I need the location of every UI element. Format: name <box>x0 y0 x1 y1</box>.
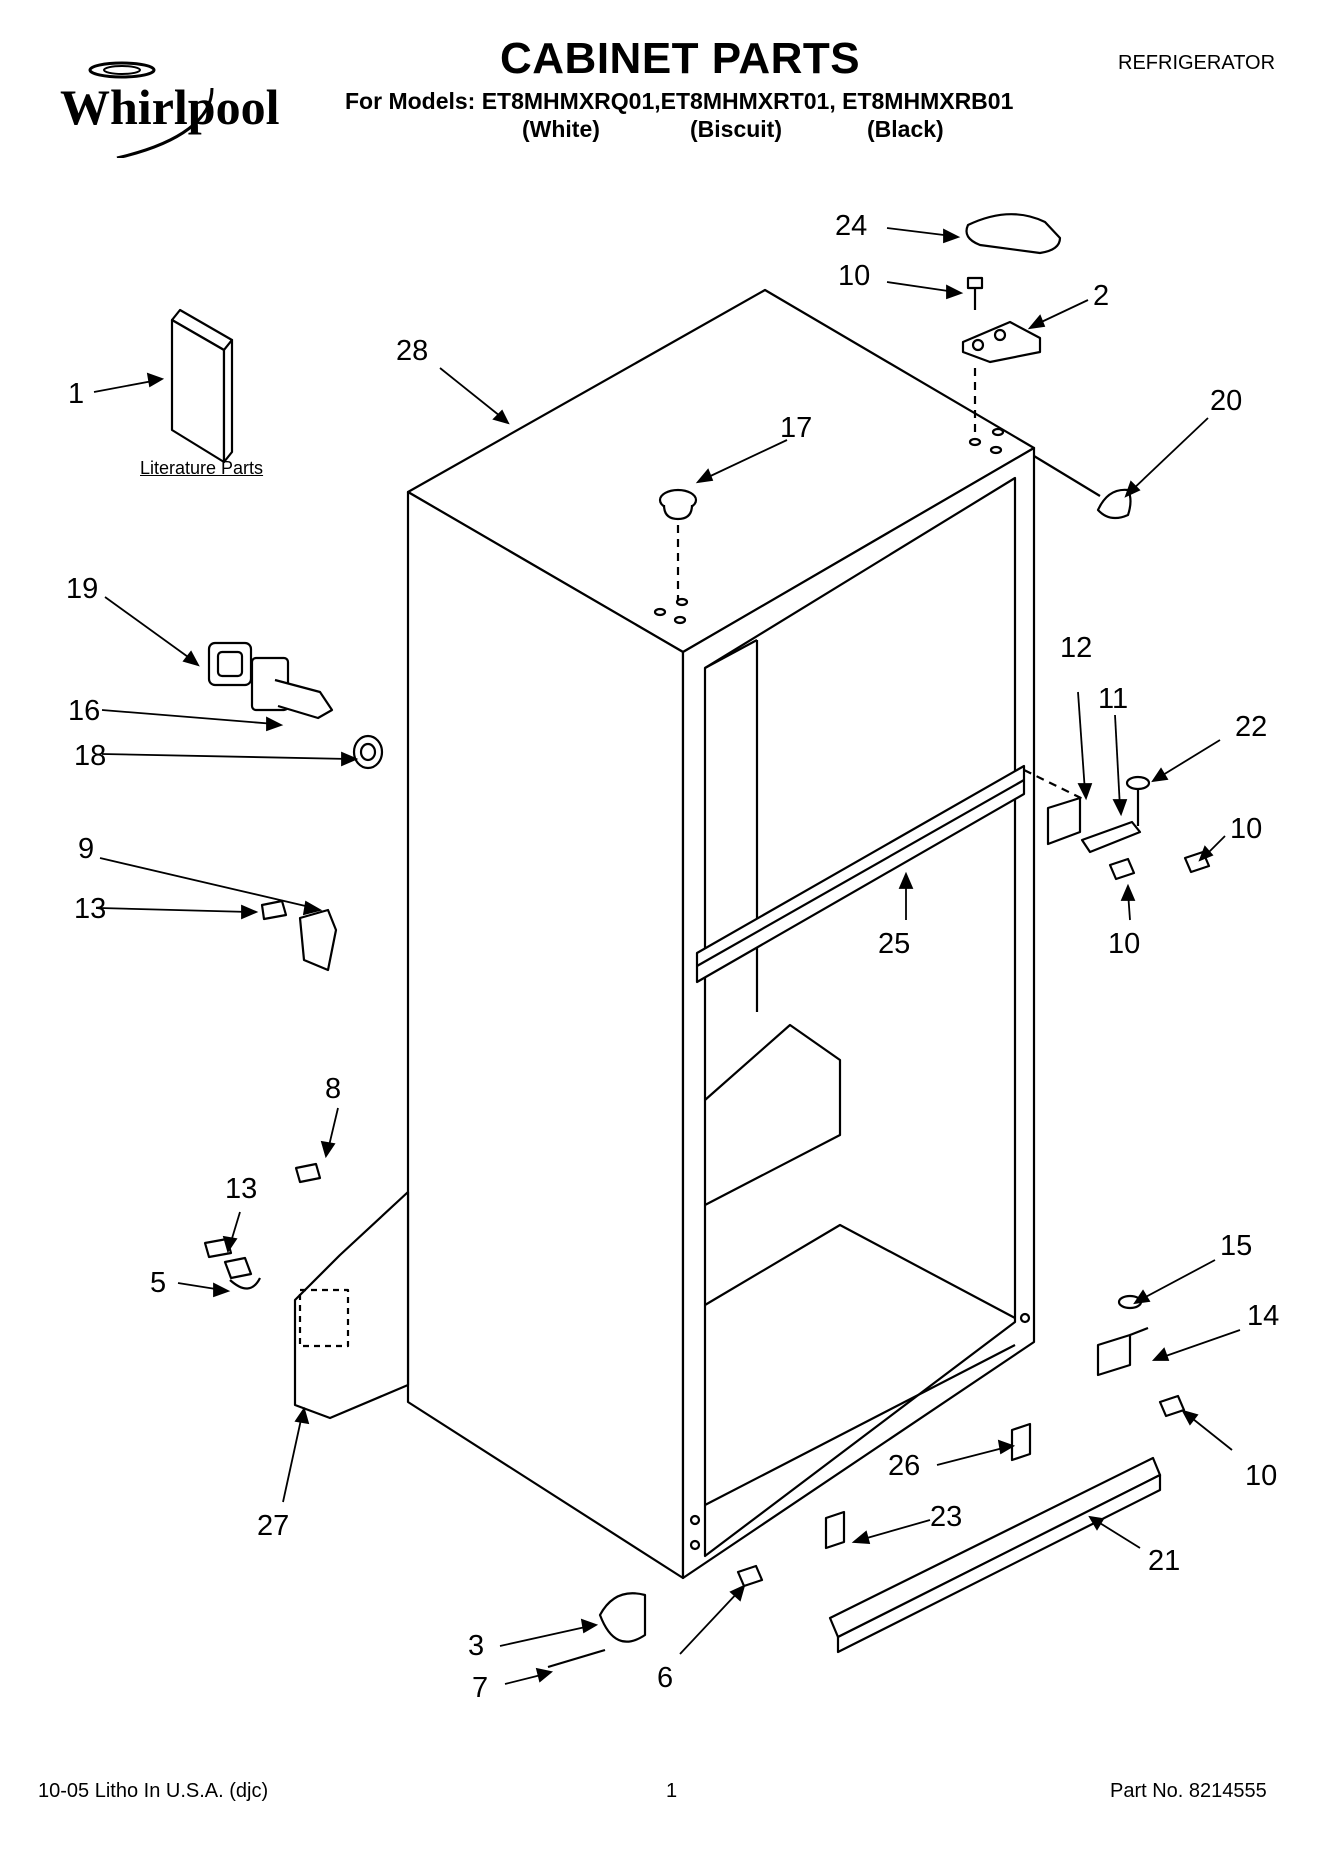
callout-10-center: 10 <box>1108 928 1140 960</box>
part-number: Part No. 8214555 <box>1110 1780 1267 1802</box>
callout-11: 11 <box>1098 683 1128 715</box>
callout-10-center-right: 10 <box>1230 813 1262 845</box>
literature-parts-label: Literature Parts <box>140 458 264 478</box>
model-list: For Models: ET8MHMXRQ01,ET8MHMXRT01, ET8… <box>345 88 1014 114</box>
callout-6: 6 <box>657 1662 673 1694</box>
color-biscuit: (Biscuit) <box>690 116 782 142</box>
callout-14: 14 <box>1247 1300 1279 1332</box>
callout-5: 5 <box>150 1267 166 1299</box>
callout-19: 19 <box>66 573 98 605</box>
literature-book <box>170 308 234 464</box>
callout-10-top: 10 <box>838 260 870 292</box>
color-black: (Black) <box>867 116 944 142</box>
callout-3: 3 <box>468 1630 484 1662</box>
callout-12: 12 <box>1060 632 1092 664</box>
callout-28: 28 <box>396 335 428 367</box>
logo-swirl-icon <box>88 61 214 160</box>
callout-16: 16 <box>68 695 100 727</box>
callout-15: 15 <box>1220 1230 1252 1262</box>
callout-8: 8 <box>325 1073 341 1105</box>
callout-22: 22 <box>1235 711 1267 743</box>
litho-note: 10-05 Litho In U.S.A. (djc) <box>38 1780 269 1802</box>
cabinet-shell <box>406 288 1036 1580</box>
color-white: (White) <box>522 116 600 142</box>
callout-7: 7 <box>472 1672 488 1704</box>
mullion-divider <box>695 764 1026 984</box>
callout-2: 2 <box>1093 280 1109 312</box>
callout-24: 24 <box>835 210 867 242</box>
callout-18: 18 <box>74 740 106 772</box>
callout-21: 21 <box>1148 1545 1180 1577</box>
brand-logo <box>62 58 277 160</box>
callout-25: 25 <box>878 928 910 960</box>
page-number: 1 <box>666 1780 678 1802</box>
brand-wordmark: Whirlpool <box>60 79 280 135</box>
callout-9: 9 <box>78 833 94 865</box>
callout-20: 20 <box>1210 385 1242 417</box>
callout-13-lower: 13 <box>225 1173 257 1205</box>
callout-27: 27 <box>257 1510 289 1542</box>
callout-13-upper: 13 <box>74 893 106 925</box>
callout-1: 1 <box>68 378 84 410</box>
page-title: CABINET PARTS <box>500 34 861 83</box>
callout-26: 26 <box>888 1450 920 1482</box>
callout-10-bottom: 10 <box>1245 1460 1277 1492</box>
callout-23: 23 <box>930 1501 962 1533</box>
callout-17: 17 <box>780 412 812 444</box>
appliance-type: REFRIGERATOR <box>1118 52 1276 74</box>
